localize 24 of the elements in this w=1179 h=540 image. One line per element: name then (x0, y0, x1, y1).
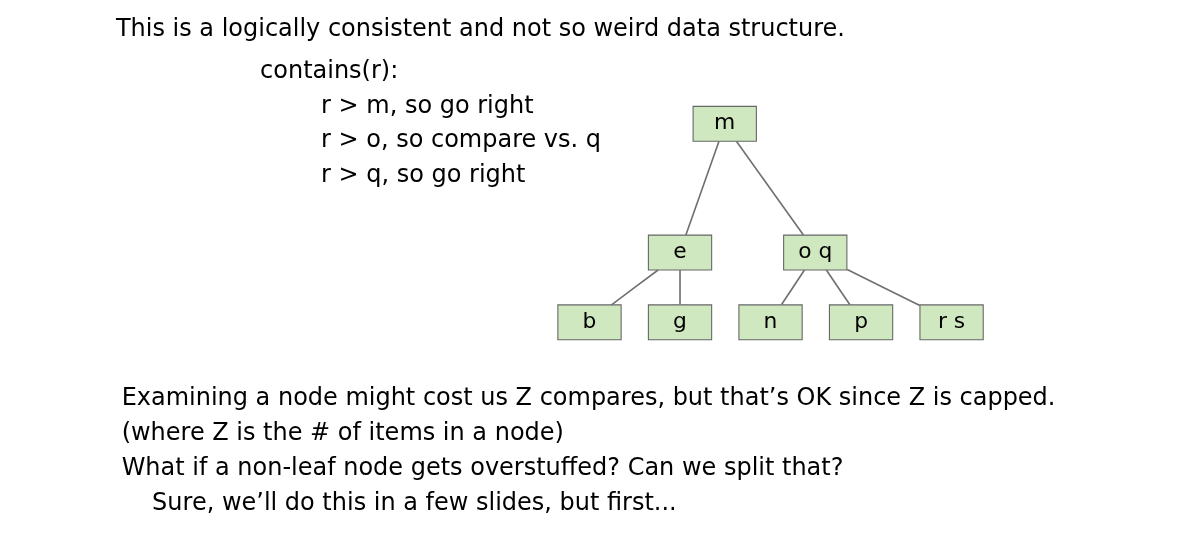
node-box: e (647, 234, 713, 271)
label: (where Z is the # of items in a node) (121, 417, 564, 446)
label: Sure, we’ll do this in a few slides, but first... (152, 487, 677, 516)
connector (610, 269, 659, 306)
label: r > m, so go right (321, 90, 534, 119)
connector (679, 269, 681, 306)
diagram-title: This is a logically consistent and not so weird data structure. (115, 14, 845, 43)
connector (825, 269, 851, 306)
node-box: g (647, 304, 713, 341)
node-box: b (557, 304, 622, 341)
label: contains(r): (260, 55, 399, 84)
label: Examining a node might cost us Z compares, but that’s OK since Z is capped. (121, 382, 1056, 411)
label: r > o, so compare vs. q (321, 125, 602, 154)
connector (780, 269, 806, 306)
node-box: p (828, 304, 894, 341)
node-box: n (738, 304, 803, 341)
label: What if a non-leaf node gets overstuffed? Can we split that? (121, 452, 844, 481)
connector (846, 268, 921, 307)
label: r > q, so go right (321, 160, 526, 189)
connector (735, 140, 805, 236)
node-box: m (692, 105, 757, 142)
node-box: r s (919, 304, 984, 341)
connector (685, 140, 720, 236)
node-box: o q (783, 234, 848, 271)
